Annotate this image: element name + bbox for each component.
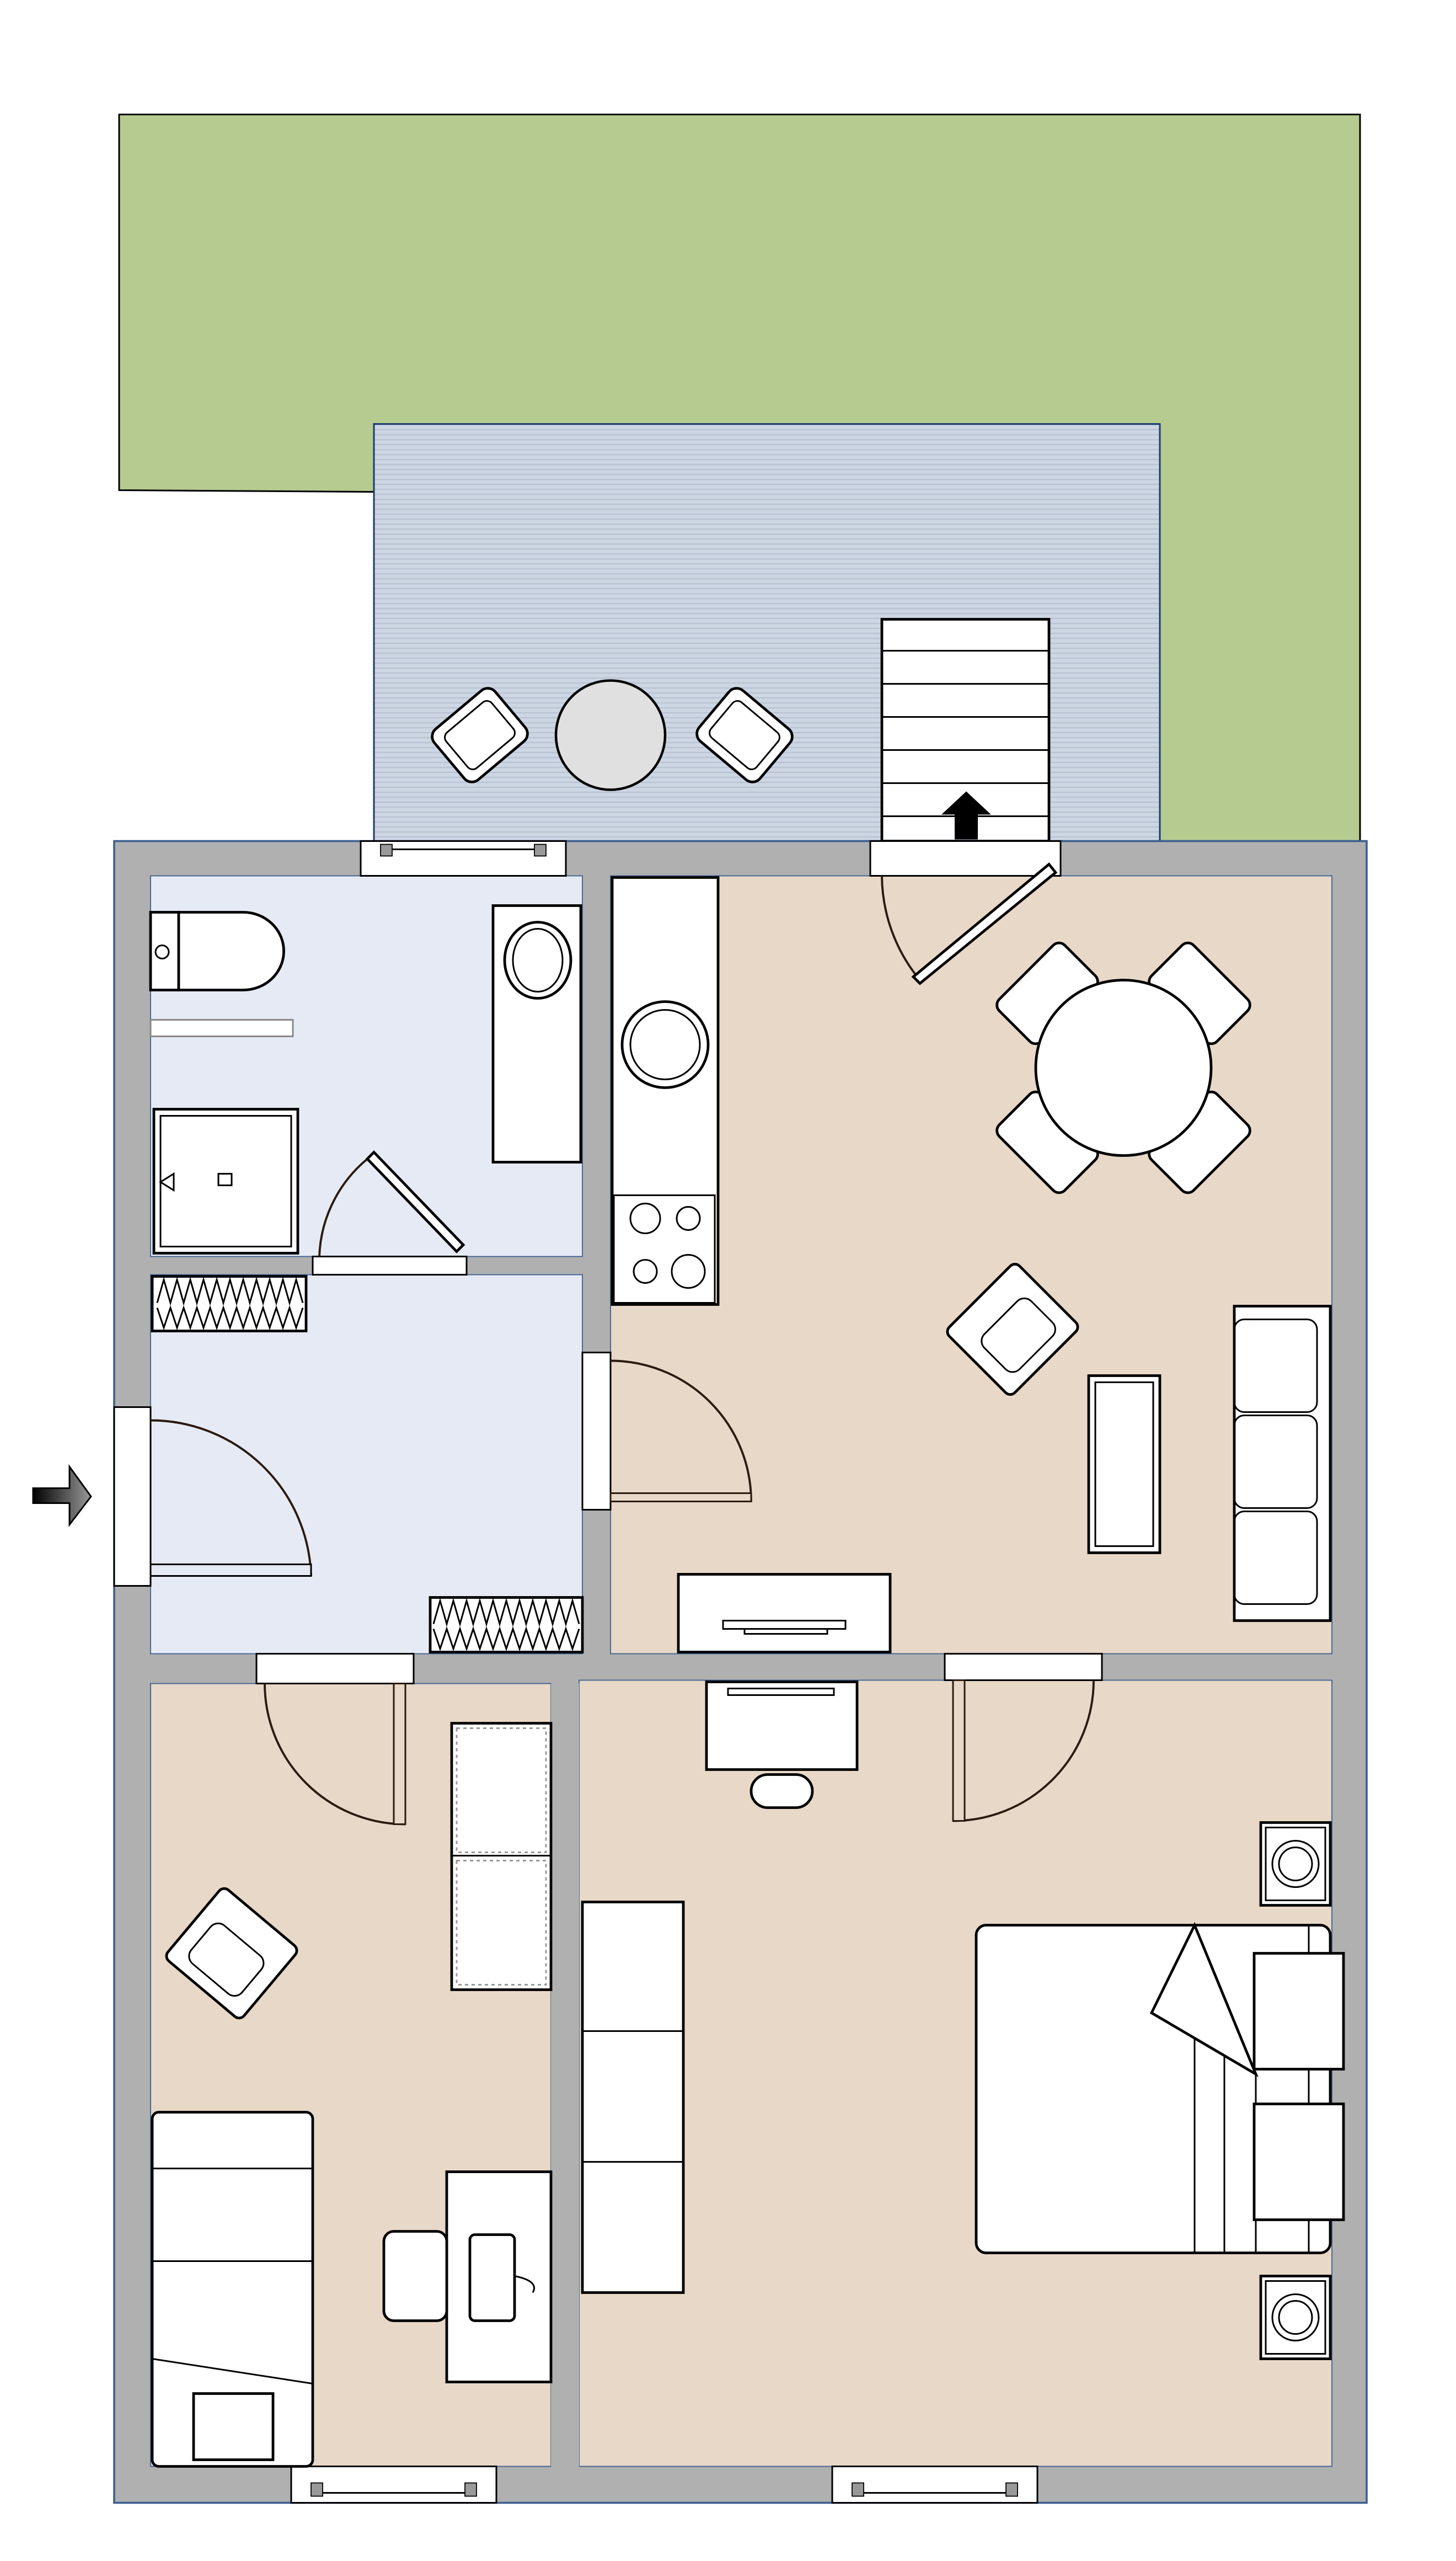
sofa: [1233, 1305, 1332, 1622]
desk-master-bedroom: [705, 1680, 859, 1771]
shower: [152, 1108, 299, 1255]
shoe-rack-hall-top: [151, 1275, 308, 1332]
wardrobe-master-bedroom: [581, 1901, 685, 2294]
double-bed: [975, 1922, 1345, 2254]
entrance-arrow-icon: [32, 1464, 92, 1527]
hallway: [150, 1274, 583, 1655]
desk: [445, 2170, 553, 2383]
door-study[interactable]: [255, 1653, 415, 1826]
armchair-study: [165, 1887, 298, 2020]
terrace-chair-left: [431, 687, 529, 783]
door-master-bedroom[interactable]: [944, 1653, 1103, 1822]
pillow: [1252, 1952, 1345, 2071]
toilet: [149, 911, 285, 991]
door-hall-living[interactable]: [581, 1352, 752, 1511]
shoe-rack-hall-bottom: [429, 1596, 584, 1653]
bookshelf-study: [450, 1722, 553, 1991]
bathroom-sink: [491, 904, 582, 1164]
window-bathroom: [360, 840, 567, 877]
stove: [613, 1194, 716, 1304]
stairs: [880, 618, 1051, 842]
tv-stand: [677, 1573, 892, 1653]
stairs-up-arrow-icon: [941, 791, 991, 840]
stool: [750, 1773, 814, 1809]
armchair-living: [946, 1263, 1079, 1396]
nightstand-bottom: [1259, 2275, 1332, 2360]
desk-chair: [382, 2230, 448, 2322]
terrace-chair-right: [695, 687, 794, 783]
pillow: [1252, 2103, 1345, 2221]
nightstand-top: [1259, 1821, 1332, 1907]
window-bedroom-bottom: [831, 2466, 1039, 2504]
interior-wall: [551, 1683, 579, 2467]
kitchen-sink: [620, 1000, 710, 1089]
kitchen-counter: [611, 876, 720, 1306]
door-terrace[interactable]: [869, 840, 1062, 985]
terrace-table: [554, 679, 667, 791]
single-bed: [151, 2111, 314, 2468]
coffee-table: [1087, 1374, 1161, 1554]
window-study-bottom: [290, 2466, 497, 2504]
door-entrance[interactable]: [113, 1406, 312, 1587]
towel-rail: [149, 1019, 294, 1037]
door-bathroom[interactable]: [312, 1150, 468, 1276]
dining-table: [1034, 979, 1213, 1157]
keyboard-icon: [468, 2233, 516, 2322]
